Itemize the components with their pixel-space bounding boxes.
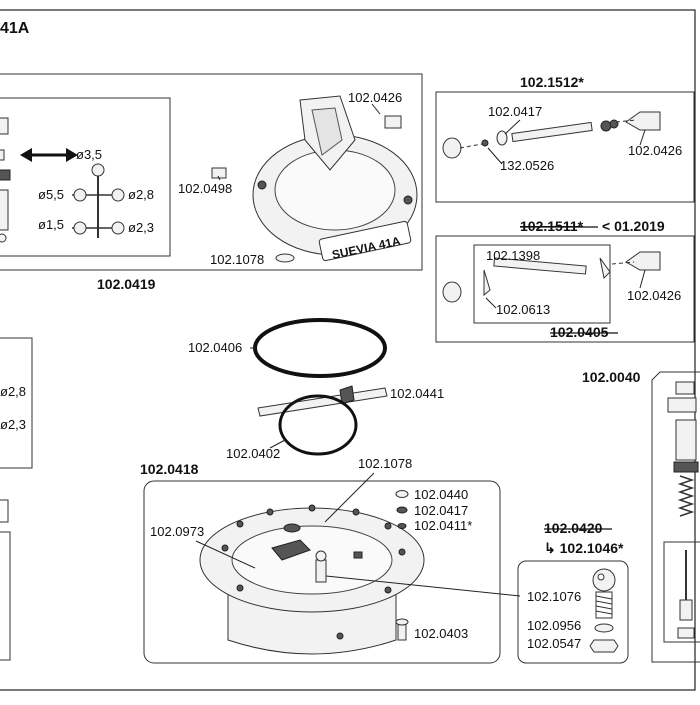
label-0426-bowl: 102.0426 (348, 90, 402, 105)
label-1078-base: 102.1078 (358, 456, 412, 471)
label-1076: 102.1076 (527, 589, 581, 604)
group-box-1046 (517, 560, 629, 664)
o-ring-0406 (253, 318, 387, 378)
label-0402: 102.0402 (226, 446, 280, 461)
valve-assembly-drawing (442, 111, 661, 159)
group-label-0405: 102.0405 (550, 324, 609, 340)
ball-valve-drawing (589, 568, 619, 653)
label-0498: 102.0498 (178, 181, 232, 196)
partial-box-left (0, 337, 33, 469)
valve-pin-drawing (0, 117, 11, 243)
diameter-2-3: ø2,3 (128, 220, 154, 235)
leader-0973 (195, 540, 256, 569)
group-label-1046: ↳ 102.1046* (544, 540, 624, 556)
group-box-1512 (435, 91, 695, 203)
diameter-2-3-left: ø2,3 (0, 417, 26, 432)
label-0526: 132.0526 (500, 158, 554, 173)
leader-0417-valve (504, 119, 521, 135)
partial-part-left (0, 499, 9, 523)
group-label-1511-note: < 01.2019 (602, 218, 665, 234)
nozzle-tree-drawing (72, 163, 125, 238)
group-label-0419: 102.0419 (97, 276, 156, 292)
label-0547: 102.0547 (527, 636, 581, 651)
partial-box-left-lower (0, 531, 11, 661)
label-0406: 102.0406 (188, 340, 242, 355)
label-0411: 102.0411* (414, 518, 472, 533)
group-box-0418 (143, 480, 501, 664)
leader-0526 (487, 147, 503, 165)
diameter-5-5: ø5,5 (38, 187, 64, 202)
group-label-0418: 102.0418 (140, 461, 199, 477)
leader-1078-base (324, 472, 375, 523)
group-box-0419 (0, 73, 423, 271)
leader-0613 (485, 297, 497, 309)
leader-0426-lever (639, 269, 646, 289)
label-1398: 102.1398 (486, 248, 540, 263)
page-frame (0, 9, 696, 691)
label-0956: 102.0956 (527, 618, 581, 633)
subbox-valve-nozzles (0, 97, 171, 257)
leader-0426-valve (639, 129, 646, 146)
leader-0498 (217, 175, 221, 181)
leader-0426-bowl (371, 103, 381, 115)
group-label-0420: 102.0420 (544, 520, 603, 536)
valve-stem-drawing (663, 381, 700, 643)
leader-0402 (269, 439, 286, 449)
label-0440: 102.0440 (414, 487, 468, 502)
diameter-3-5: ø3,5 (76, 147, 102, 162)
group-box-0040 (651, 371, 700, 663)
label-0417-valve: 102.0417 (488, 104, 542, 119)
o-ring-0402 (278, 394, 358, 456)
diameter-2-8-left: ø2,8 (0, 384, 26, 399)
leader-1076-to-base (325, 575, 521, 597)
label-0403: 102.0403 (414, 626, 468, 641)
double-arrow-icon (20, 148, 78, 162)
clamp-bracket-drawing (257, 385, 388, 417)
label-0613: 102.0613 (496, 302, 550, 317)
base-flange-drawing (199, 504, 425, 655)
diameter-2-8: ø2,8 (128, 187, 154, 202)
lever-assembly-drawing (442, 251, 661, 303)
group-label-0040: 102.0040 (582, 369, 641, 385)
group-label-1511: 102.1511* (520, 218, 584, 234)
label-1078-bowl: 102.1078 (210, 252, 264, 267)
label-0417-base: 102.0417 (414, 503, 468, 518)
label-0973: 102.0973 (150, 524, 204, 539)
drinking-bowl-drawing: SUEVIA 41A (211, 95, 418, 263)
label-0426-lever: 102.0426 (627, 288, 681, 303)
label-0441: 102.0441 (390, 386, 444, 401)
subbox-lever-0405 (473, 244, 611, 324)
group-box-1511 (435, 235, 695, 343)
group-label-1512: 102.1512* (520, 74, 584, 90)
page-title: 41A (0, 20, 30, 37)
label-0426-valve: 102.0426 (628, 143, 682, 158)
washer-stack-drawing (395, 490, 409, 641)
diameter-1-5: ø1,5 (38, 217, 64, 232)
